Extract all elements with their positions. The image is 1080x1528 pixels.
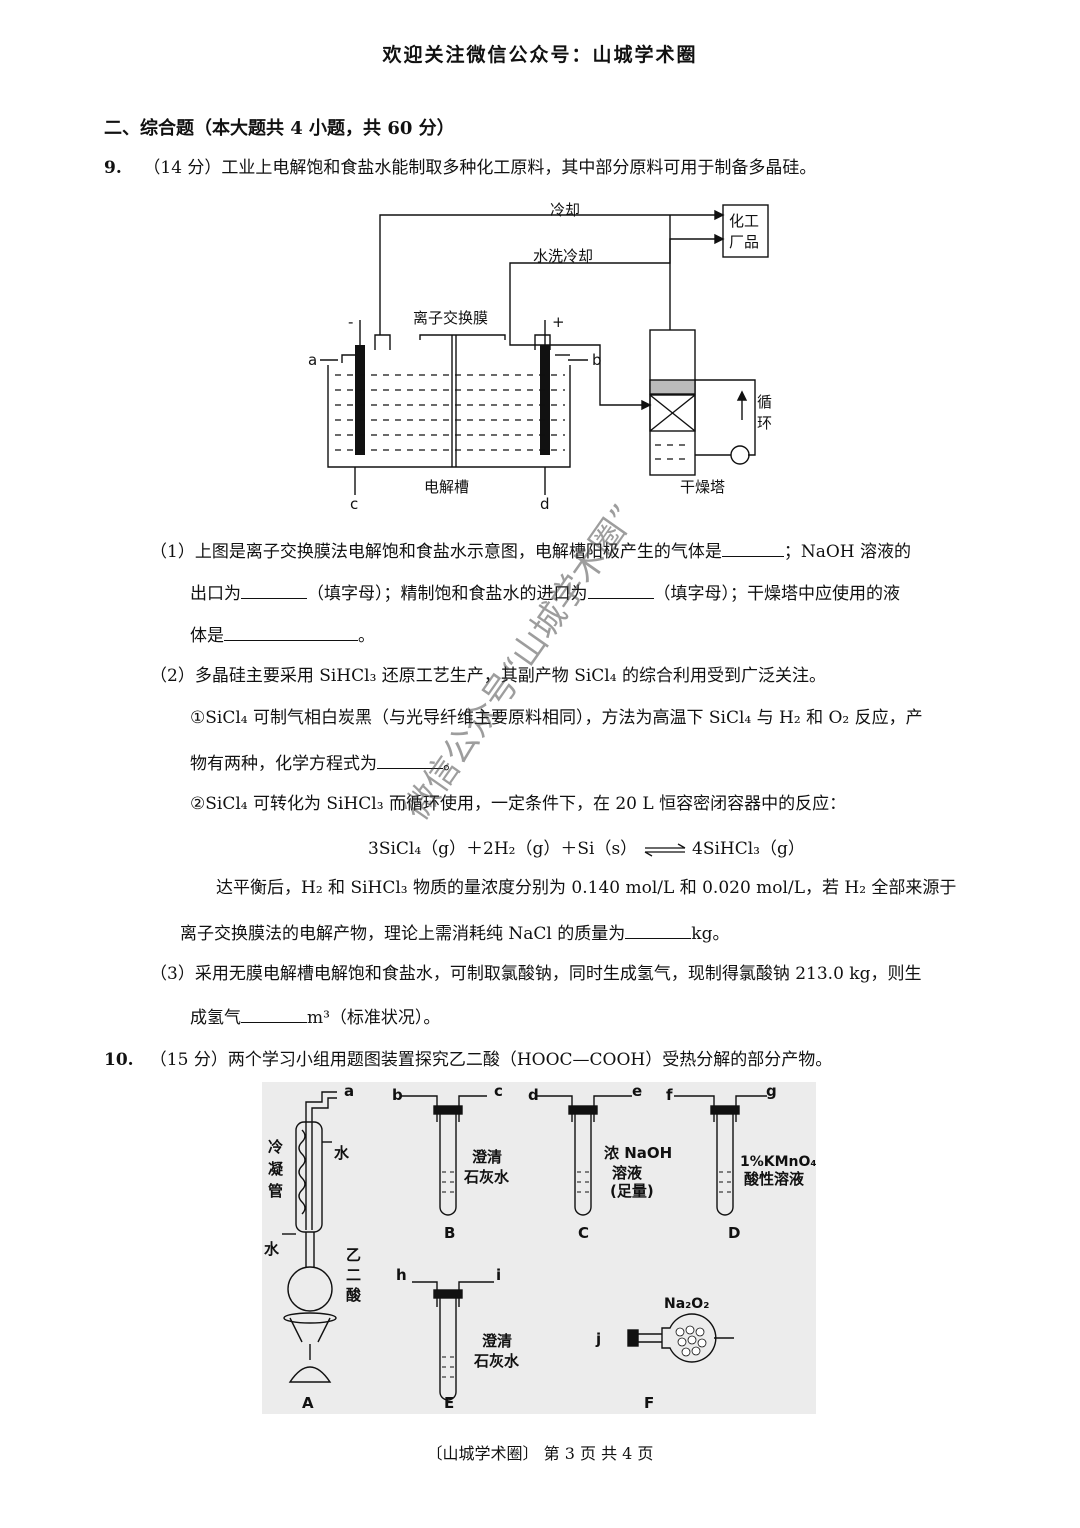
label-b: b xyxy=(592,351,602,369)
q9-p2-2-line3: 达平衡后，H₂ 和 SiHCl₃ 物质的量浓度分别为 0.140 mol/L 和… xyxy=(216,878,957,898)
label-c: c xyxy=(494,1082,503,1100)
q9-p2-2-text-a: 离子交换膜法的电解产物，理论上需消耗纯 NaCl 的质量为 xyxy=(180,924,626,944)
label-d: d xyxy=(528,1086,539,1104)
label-cell: 电解槽 xyxy=(424,478,469,496)
label-A: A xyxy=(302,1394,314,1412)
apparatus-figure: a b c d e f g h i j 冷 凝 管 水 水 乙 二 酸 澄清 石… xyxy=(262,1082,816,1414)
q9-p2-intro: （2）多晶硅主要采用 SiHCl₃ 还原工艺生产，其副产物 SiCl₄ 的综合利… xyxy=(150,666,826,686)
label-F: F xyxy=(644,1394,654,1412)
q9-p3-line1: （3）采用无膜电解槽电解饱和食盐水，可制取氯酸钠，同时生成氢气，现制得氯酸钠 2… xyxy=(150,964,922,984)
q9-p1-text-d: （填字母）；精制饱和食盐水的进口为 xyxy=(307,584,588,604)
answer-blank[interactable] xyxy=(721,538,784,557)
label-naoh-3: (足量) xyxy=(610,1182,654,1200)
q9-intro-text: （14 分）工业上电解饱和食盐水能制取多种化工原料，其中部分原料可用于制备多晶硅… xyxy=(143,158,817,178)
q9-p1-text-c: 出口为 xyxy=(190,584,241,604)
reaction-equation: 3SiCl₄（g）＋2H₂（g）＋Si（s） 4SiHCl₃（g） xyxy=(368,834,805,859)
page-header: 欢迎关注微信公众号：山城学术圈 xyxy=(382,44,698,66)
label-a: a xyxy=(308,351,317,369)
label-minus: - xyxy=(348,313,353,331)
label-chem-product-1: 化工 xyxy=(729,212,759,230)
q9-number: 9. xyxy=(104,158,122,178)
label-h: h xyxy=(396,1266,407,1284)
label-e: e xyxy=(632,1082,642,1100)
label-acid-2: 二 xyxy=(346,1266,361,1284)
label-j: j xyxy=(595,1330,601,1348)
label-d: d xyxy=(540,495,550,513)
equation-left: 3SiCl₄（g）＋2H₂（g）＋Si（s） xyxy=(368,839,638,859)
q9-p3-text-b: m³（标准状况）。 xyxy=(307,1008,441,1028)
label-kmno4-2: 酸性溶液 xyxy=(744,1170,805,1188)
label-limewater-e-2: 石灰水 xyxy=(473,1352,520,1370)
label-acid-1: 乙 xyxy=(346,1246,361,1264)
answer-blank[interactable] xyxy=(241,580,307,599)
label-recycle-1: 循 xyxy=(757,393,772,411)
label-na2o2: Na₂O₂ xyxy=(664,1296,709,1312)
q9-p2-1-line1: ①SiCl₄ 可制气相白炭黑（与光导纤维主要原料相同），方法为高温下 SiCl₄… xyxy=(190,708,923,728)
q10-intro: 10. （15 分）两个学习小组用题图装置探究乙二酸（HOOC—COOH）受热分… xyxy=(104,1048,832,1072)
label-naoh-1: 浓 NaOH xyxy=(604,1144,672,1162)
q9-p1-text-e: （填字母）；干燥塔中应使用的液 xyxy=(653,584,901,604)
label-condenser-2: 凝 xyxy=(268,1160,284,1178)
q9-p2-2-line1: ②SiCl₄ 可转化为 SiHCl₃ 而循环使用，一定条件下，在 20 L 恒容… xyxy=(190,794,847,814)
label-plus: + xyxy=(552,313,565,331)
q9-intro: 9. （14 分）工业上电解饱和食盐水能制取多种化工原料，其中部分原料可用于制备… xyxy=(104,156,816,180)
label-cooling: 冷却 xyxy=(550,201,580,219)
q9-p2-1-text-a: 物有两种，化学方程式为 xyxy=(190,754,377,774)
label-f: f xyxy=(666,1086,673,1104)
label-recycle-2: 环 xyxy=(757,414,772,432)
answer-blank[interactable] xyxy=(224,622,358,641)
label-chem-product-2: 厂品 xyxy=(729,233,759,251)
electrolysis-diagram: 冷却 化工 厂品 水洗冷却 离子交换膜 - + a b c d 电解槽 循 环 … xyxy=(308,201,772,513)
label-water-wash: 水洗冷却 xyxy=(533,247,593,265)
label-D: D xyxy=(728,1224,740,1242)
q9-p1-text-b: ；NaOH 溶液的 xyxy=(783,542,912,562)
q9-p3-text-a: 成氢气 xyxy=(190,1008,241,1028)
label-kmno4-1: 1%KMnO₄ xyxy=(740,1154,816,1170)
label-limewater-e-1: 澄清 xyxy=(482,1332,512,1350)
label-E: E xyxy=(444,1394,454,1412)
label-dry-tower: 干燥塔 xyxy=(680,478,725,496)
label-membrane: 离子交换膜 xyxy=(413,309,488,327)
answer-blank[interactable] xyxy=(377,750,443,769)
label-c: c xyxy=(350,495,358,513)
equilibrium-arrow-icon xyxy=(644,842,685,857)
label-water-out: 水 xyxy=(334,1144,350,1162)
label-B: B xyxy=(444,1224,455,1242)
answer-blank[interactable] xyxy=(241,1004,307,1023)
q9-p1-line2: 出口为 （填字母）；精制饱和食盐水的进口为 （填字母）；干燥塔中应使用的液 xyxy=(190,580,900,606)
label-limewater-b-2: 石灰水 xyxy=(463,1168,510,1186)
q9-p1-text-g: 。 xyxy=(358,626,375,646)
q9-p2-2-text-b: kg。 xyxy=(691,924,730,944)
label-limewater-b-1: 澄清 xyxy=(472,1148,502,1166)
q9-p2-1-line2: 物有两种，化学方程式为 。 xyxy=(190,750,460,776)
label-C: C xyxy=(578,1224,589,1242)
equation-right: 4SiHCl₃（g） xyxy=(692,839,805,859)
page-footer: 〔山城学术圈〕 第 3 页 共 4 页 xyxy=(426,1444,654,1463)
label-water-in: 水 xyxy=(264,1240,280,1258)
q9-p1-line3: 体是 。 xyxy=(190,622,375,648)
q9-p2-2-line4: 离子交换膜法的电解产物，理论上需消耗纯 NaCl 的质量为 kg。 xyxy=(180,920,729,946)
label-g: g xyxy=(766,1082,777,1100)
q10-number: 10. xyxy=(104,1050,134,1070)
label-condenser-3: 管 xyxy=(268,1182,283,1200)
label-i: i xyxy=(496,1266,501,1284)
answer-blank[interactable] xyxy=(587,580,654,599)
q9-p1-line1: （1）上图是离子交换膜法电解饱和食盐水示意图，电解槽阳极产生的气体是 ；NaOH … xyxy=(150,538,911,564)
q9-p2-1-text-b: 。 xyxy=(443,754,460,774)
answer-blank[interactable] xyxy=(625,920,692,939)
q10-intro-text: （15 分）两个学习小组用题图装置探究乙二酸（HOOC—COOH）受热分解的部分… xyxy=(149,1050,833,1070)
label-b: b xyxy=(392,1086,403,1104)
label-acid-3: 酸 xyxy=(346,1286,362,1304)
q9-p1-text-f: 体是 xyxy=(190,626,224,646)
q9-p1-text-a: （1）上图是离子交换膜法电解饱和食盐水示意图，电解槽阳极产生的气体是 xyxy=(150,542,722,562)
label-naoh-2: 溶液 xyxy=(612,1164,643,1182)
q9-p3-line2: 成氢气 m³（标准状况）。 xyxy=(190,1004,440,1030)
label-condenser-1: 冷 xyxy=(268,1138,283,1156)
label-a: a xyxy=(344,1082,354,1100)
section-title: 二、综合题（本大题共 4 小题，共 60 分） xyxy=(104,118,455,139)
